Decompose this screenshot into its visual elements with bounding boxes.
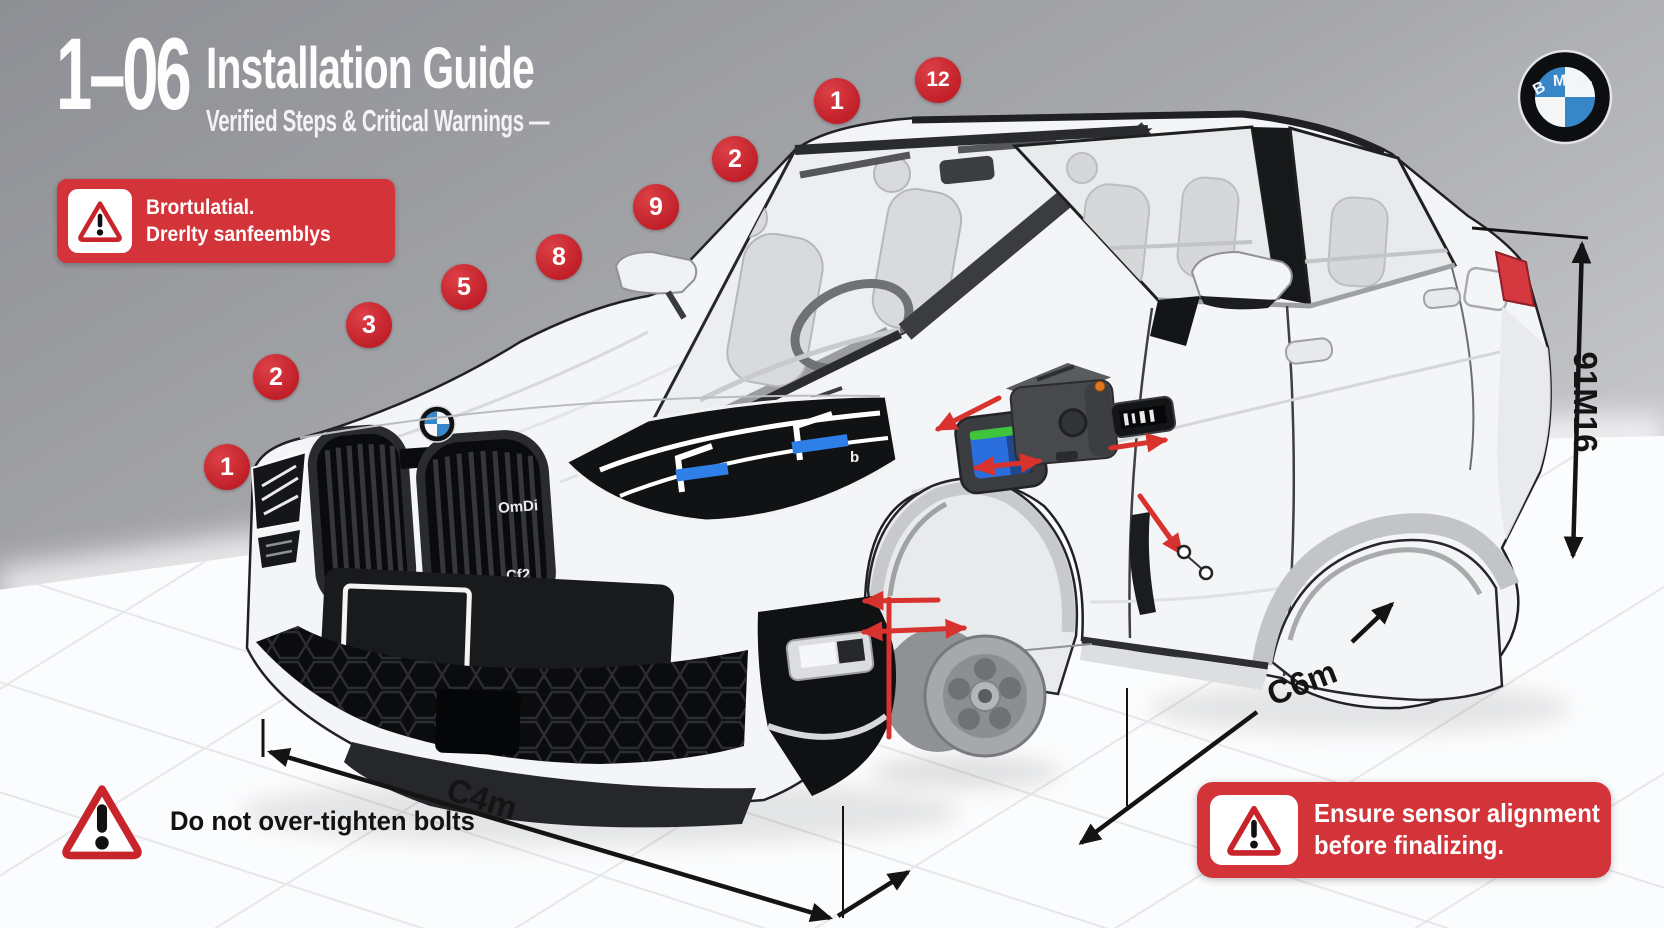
right-headlight: b	[563, 394, 899, 523]
sensor-led	[1094, 380, 1106, 392]
red-annotation-arrows	[860, 395, 1184, 740]
front-door-handle	[1284, 337, 1334, 365]
headlight-text: b	[850, 449, 859, 466]
sensor-cube-module	[1005, 362, 1119, 466]
car-illustration: OmDi Cf2 b	[245, 110, 1552, 828]
fender-vent	[1129, 512, 1156, 615]
rear-fender-flare	[1252, 513, 1520, 666]
taillight	[1494, 250, 1536, 308]
detached-wheel-hub	[882, 628, 1093, 758]
door-vent-module	[1109, 395, 1177, 439]
fog-light-intake	[757, 596, 897, 796]
b-pillar	[1252, 127, 1312, 305]
left-side-mirror	[614, 250, 698, 320]
front-face: OmDi Cf2 b	[250, 394, 899, 828]
grille-text-top: OmDi	[498, 497, 539, 517]
bmw-roundel-hood	[418, 405, 456, 443]
right-side-mirror	[1150, 250, 1293, 346]
bumper-mesh	[256, 626, 748, 764]
rear-door-handle	[1422, 286, 1462, 310]
linkage-markers	[1176, 544, 1214, 581]
rocker-sill	[1081, 636, 1269, 670]
kidney-grille: OmDi Cf2	[307, 424, 556, 620]
roof-line	[911, 110, 1386, 156]
bmw-roundel-logo: BMW	[1517, 49, 1613, 145]
sensor-button	[1058, 408, 1088, 438]
windshield	[624, 122, 1155, 472]
dimension-lines	[261, 226, 1592, 922]
